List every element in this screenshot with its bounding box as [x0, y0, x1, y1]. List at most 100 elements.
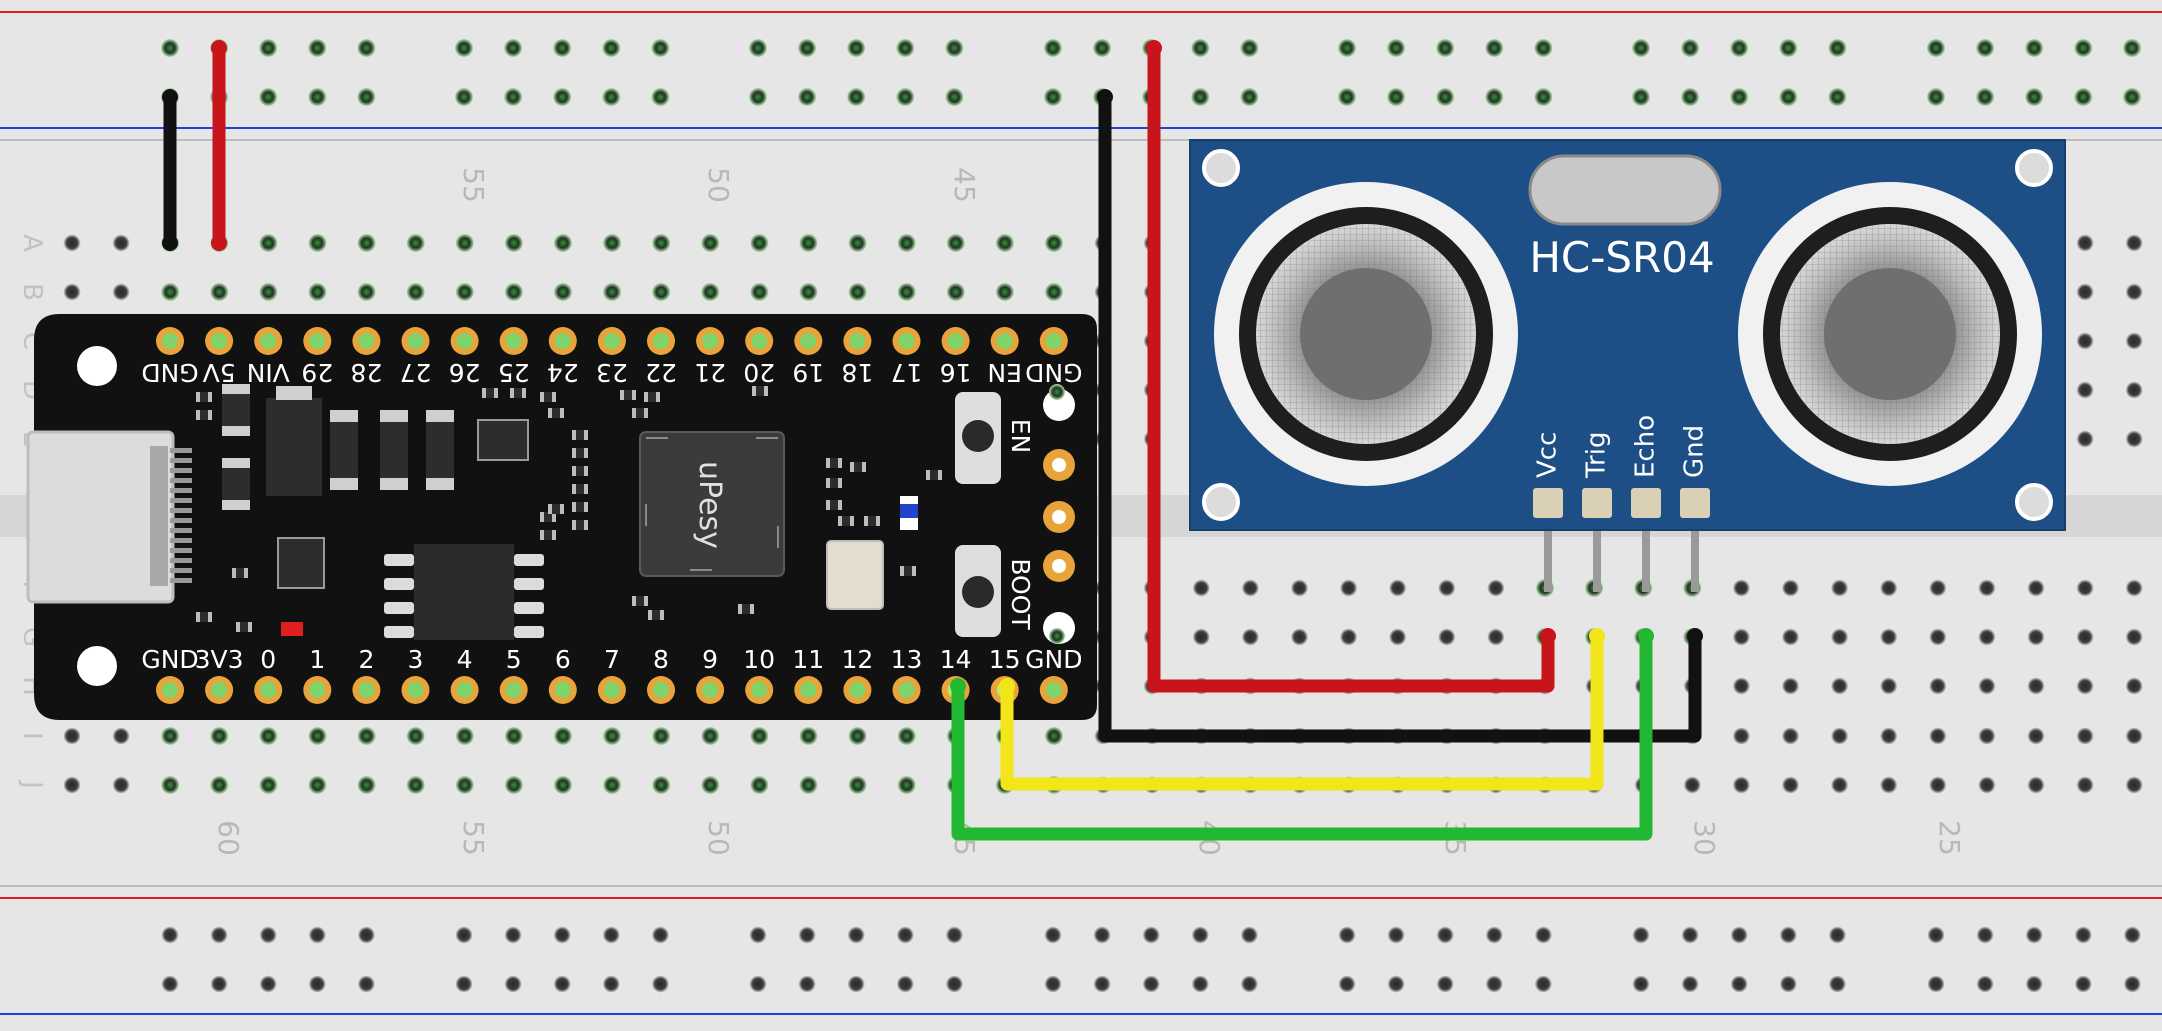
breadboard-hole[interactable]: [406, 727, 425, 745]
rail-hole[interactable]: [259, 39, 278, 57]
breadboard-hole[interactable]: [63, 727, 81, 745]
rail-hole[interactable]: [798, 88, 817, 106]
breadboard-hole[interactable]: [1732, 677, 1751, 695]
rail-hole[interactable]: [1681, 926, 1700, 944]
breadboard-hole[interactable]: [750, 727, 769, 745]
breadboard-hole[interactable]: [1290, 628, 1309, 646]
rail-hole[interactable]: [553, 926, 572, 944]
breadboard-hole[interactable]: [750, 234, 769, 252]
breadboard-hole[interactable]: [2125, 283, 2144, 301]
breadboard-hole[interactable]: [1437, 628, 1456, 646]
breadboard-hole[interactable]: [1388, 579, 1407, 597]
rail-hole[interactable]: [1044, 975, 1062, 993]
breadboard-hole[interactable]: [1683, 776, 1702, 794]
rail-hole[interactable]: [1534, 88, 1553, 106]
rail-hole[interactable]: [308, 88, 327, 106]
breadboard-hole[interactable]: [1388, 628, 1407, 646]
breadboard-hole[interactable]: [357, 234, 376, 252]
breadboard-hole[interactable]: [603, 234, 622, 252]
rail-hole[interactable]: [1976, 39, 1995, 57]
breadboard-hole[interactable]: [455, 234, 474, 252]
rail-hole[interactable]: [749, 39, 767, 57]
breadboard-hole[interactable]: [799, 727, 818, 745]
rail-hole[interactable]: [1927, 39, 1945, 57]
rail-hole[interactable]: [504, 975, 523, 993]
rail-hole[interactable]: [1436, 975, 1455, 993]
breadboard-hole[interactable]: [995, 234, 1014, 252]
rail-hole[interactable]: [357, 88, 376, 106]
breadboard-hole[interactable]: [1977, 727, 1996, 745]
breadboard-hole[interactable]: [63, 234, 81, 252]
rail-hole[interactable]: [2123, 926, 2142, 944]
rail-hole[interactable]: [1828, 39, 1847, 57]
rail-hole[interactable]: [1191, 39, 1210, 57]
breadboard-hole[interactable]: [1732, 727, 1751, 745]
breadboard-hole[interactable]: [1928, 579, 1947, 597]
rail-hole[interactable]: [1828, 975, 1847, 993]
rail-hole[interactable]: [1436, 39, 1455, 57]
breadboard-hole[interactable]: [1977, 628, 1996, 646]
rail-hole[interactable]: [1534, 39, 1553, 57]
rail-hole[interactable]: [210, 926, 229, 944]
breadboard-hole[interactable]: [1879, 727, 1898, 745]
breadboard-hole[interactable]: [1830, 677, 1849, 695]
rail-hole[interactable]: [504, 39, 523, 57]
rail-hole[interactable]: [2074, 926, 2093, 944]
breadboard-hole[interactable]: [1928, 628, 1947, 646]
breadboard-hole[interactable]: [554, 283, 572, 301]
rail-hole[interactable]: [1632, 88, 1650, 106]
rail-hole[interactable]: [1142, 975, 1161, 993]
breadboard-hole[interactable]: [63, 283, 81, 301]
breadboard-hole[interactable]: [2125, 579, 2144, 597]
breadboard-hole[interactable]: [799, 776, 818, 794]
breadboard-hole[interactable]: [2076, 579, 2095, 597]
breadboard-hole[interactable]: [112, 776, 131, 794]
breadboard-hole[interactable]: [2027, 677, 2045, 695]
breadboard-hole[interactable]: [308, 727, 327, 745]
rail-hole[interactable]: [1828, 88, 1847, 106]
rail-hole[interactable]: [798, 39, 817, 57]
breadboard-hole[interactable]: [701, 283, 720, 301]
breadboard-hole[interactable]: [1830, 776, 1849, 794]
rail-hole[interactable]: [1976, 88, 1995, 106]
rail-hole[interactable]: [749, 88, 767, 106]
rail-hole[interactable]: [1387, 88, 1406, 106]
rail-hole[interactable]: [2025, 39, 2044, 57]
rail-hole[interactable]: [896, 975, 915, 993]
breadboard-hole[interactable]: [455, 727, 474, 745]
breadboard-hole[interactable]: [1486, 628, 1505, 646]
breadboard-hole[interactable]: [603, 776, 622, 794]
rail-hole[interactable]: [896, 88, 915, 106]
rail-hole[interactable]: [1927, 975, 1945, 993]
rail-hole[interactable]: [1436, 926, 1455, 944]
breadboard-hole[interactable]: [2076, 381, 2095, 399]
breadboard-hole[interactable]: [1045, 234, 1063, 252]
breadboard-hole[interactable]: [504, 727, 523, 745]
rail-hole[interactable]: [1730, 926, 1749, 944]
breadboard-hole[interactable]: [504, 234, 523, 252]
breadboard-hole[interactable]: [161, 776, 180, 794]
breadboard-hole[interactable]: [406, 776, 425, 794]
breadboard-hole[interactable]: [1879, 579, 1898, 597]
breadboard-hole[interactable]: [1928, 677, 1947, 695]
breadboard-hole[interactable]: [2125, 776, 2144, 794]
breadboard-hole[interactable]: [1241, 628, 1260, 646]
rail-hole[interactable]: [1191, 975, 1210, 993]
rail-hole[interactable]: [1632, 926, 1650, 944]
rail-hole[interactable]: [553, 88, 572, 106]
rail-hole[interactable]: [308, 39, 327, 57]
breadboard-hole[interactable]: [554, 234, 572, 252]
breadboard-hole[interactable]: [308, 776, 327, 794]
breadboard-hole[interactable]: [897, 283, 916, 301]
breadboard-hole[interactable]: [161, 283, 180, 301]
rail-hole[interactable]: [896, 926, 915, 944]
rail-hole[interactable]: [308, 926, 327, 944]
breadboard-hole[interactable]: [2076, 727, 2095, 745]
rail-hole[interactable]: [1779, 39, 1798, 57]
breadboard-hole[interactable]: [1830, 727, 1849, 745]
breadboard-hole[interactable]: [2125, 234, 2144, 252]
breadboard-hole[interactable]: [2076, 283, 2095, 301]
breadboard-hole[interactable]: [2125, 628, 2144, 646]
rail-hole[interactable]: [602, 926, 621, 944]
rail-hole[interactable]: [1927, 88, 1945, 106]
